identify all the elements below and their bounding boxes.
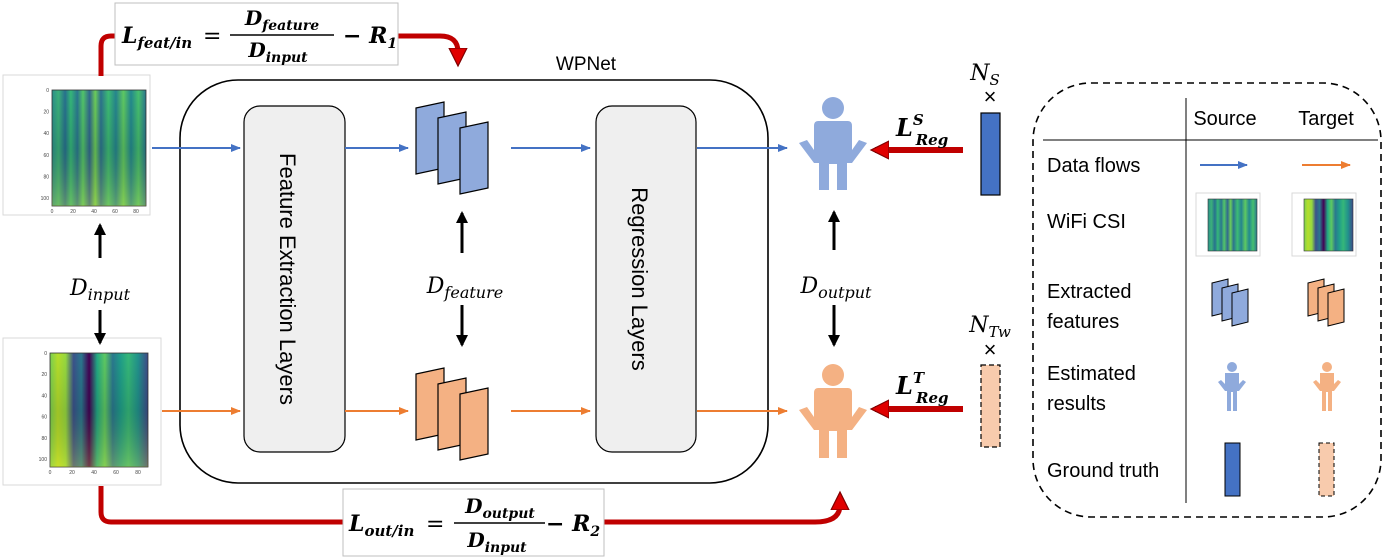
svg-text:Doutput: Doutput <box>464 494 535 522</box>
svg-text:Lout/in: Lout/in <box>348 511 414 540</box>
svg-text:=: = <box>203 24 221 49</box>
legend-row-features: features <box>1047 311 1119 333</box>
heatmap-y-tick: 40 <box>41 393 47 399</box>
legend-target-ground-truth <box>1318 442 1335 497</box>
legend-row-extracted: Extracted <box>1047 281 1131 303</box>
wpnet-label: WPNet <box>556 54 617 75</box>
heatmap-y-tick: 80 <box>43 174 49 180</box>
legend-source-features <box>1211 278 1249 327</box>
loss-top-formula: Lfeat/in = Dfeature Dinput − R1 <box>121 6 397 66</box>
legend-target-person <box>1313 362 1341 411</box>
feature-maps-source <box>415 101 489 195</box>
wpnet-box <box>179 79 769 484</box>
svg-text:Dfeature: Dfeature <box>244 6 319 34</box>
heatmap-x-tick: 80 <box>133 209 139 215</box>
svg-text:Lfeat/in: Lfeat/in <box>121 23 192 52</box>
loss-bottom-path-left <box>98 486 348 525</box>
heatmap-y-tick: 0 <box>46 88 49 94</box>
legend: Source Target Data flows WiFi CSI Extrac… <box>1032 82 1382 518</box>
legend-row-ground-truth: Ground truth <box>1047 460 1159 482</box>
estimated-person-source <box>799 97 867 190</box>
heatmap-x-tick: 60 <box>112 209 118 215</box>
heatmap-y-tick: 0 <box>44 351 47 357</box>
legend-row-results: results <box>1047 393 1106 415</box>
legend-col-source: Source <box>1193 108 1256 130</box>
heatmap-y-tick: 40 <box>43 131 49 137</box>
d-feature-label: Dfeature <box>426 274 503 302</box>
estimated-person-target <box>799 364 867 458</box>
n-target-label: NTw <box>968 313 1011 341</box>
n-source-times: × <box>984 84 997 109</box>
feature-extraction-block <box>243 105 346 453</box>
ground-truth-target-bar <box>980 364 1001 448</box>
legend-row-estimated: Estimated <box>1047 363 1136 385</box>
svg-text:Dinput: Dinput <box>247 38 308 66</box>
heatmap-source: 0 20 40 60 80 100 0 20 40 60 80 <box>2 74 151 216</box>
d-input-label: Dinput <box>69 276 131 304</box>
heatmap-x-tick: 0 <box>49 470 52 476</box>
loss-bottom-path-right <box>603 496 840 525</box>
regression-block <box>595 105 697 453</box>
heatmap-x-tick: 80 <box>135 470 141 476</box>
svg-text:− R1: − R1 <box>343 23 397 52</box>
heatmap-x-tick: 40 <box>91 209 97 215</box>
svg-text:− R2: − R2 <box>546 511 600 540</box>
loss-bottom-formula: Lout/in = Doutput Dinput − R2 <box>348 494 600 556</box>
legend-col-target: Target <box>1298 108 1354 130</box>
heatmap-y-tick: 60 <box>41 415 47 421</box>
legend-source-ground-truth <box>1224 442 1241 497</box>
d-output-label: Doutput <box>800 274 873 302</box>
heatmap-x-tick: 20 <box>69 470 75 476</box>
heatmap-target: 0 20 40 60 80 100 0 20 40 60 80 <box>2 337 162 486</box>
legend-row-wifi-csi: WiFi CSI <box>1047 211 1126 233</box>
legend-source-person <box>1218 362 1246 411</box>
loss-top-path-left <box>98 33 120 76</box>
legend-target-features <box>1307 278 1345 327</box>
ground-truth-source-bar <box>980 112 1001 196</box>
svg-text:Dinput: Dinput <box>466 528 527 556</box>
svg-text:=: = <box>426 512 444 537</box>
legend-box <box>1032 82 1382 518</box>
feature-maps-target <box>415 367 489 461</box>
legend-row-data-flows: Data flows <box>1047 155 1140 177</box>
heatmap-y-tick: 100 <box>39 457 48 463</box>
n-source-label: NS <box>969 61 1000 89</box>
heatmap-y-tick: 80 <box>41 436 47 442</box>
loss-top-path-right <box>398 33 458 62</box>
heatmap-x-tick: 40 <box>91 470 97 476</box>
heatmap-x-tick: 0 <box>51 209 54 215</box>
heatmap-y-tick: 20 <box>43 110 49 116</box>
heatmap-y-tick: 20 <box>41 372 47 378</box>
heatmap-y-tick: 100 <box>41 196 50 202</box>
n-target-times: × <box>984 337 997 362</box>
heatmap-x-tick: 60 <box>113 470 119 476</box>
heatmap-y-tick: 60 <box>43 153 49 159</box>
regression-label: Regression Layers <box>627 187 652 370</box>
loss-top-box <box>114 2 399 66</box>
feature-extraction-label: Feature Extraction Layers <box>275 153 300 405</box>
heatmap-x-tick: 20 <box>70 209 76 215</box>
